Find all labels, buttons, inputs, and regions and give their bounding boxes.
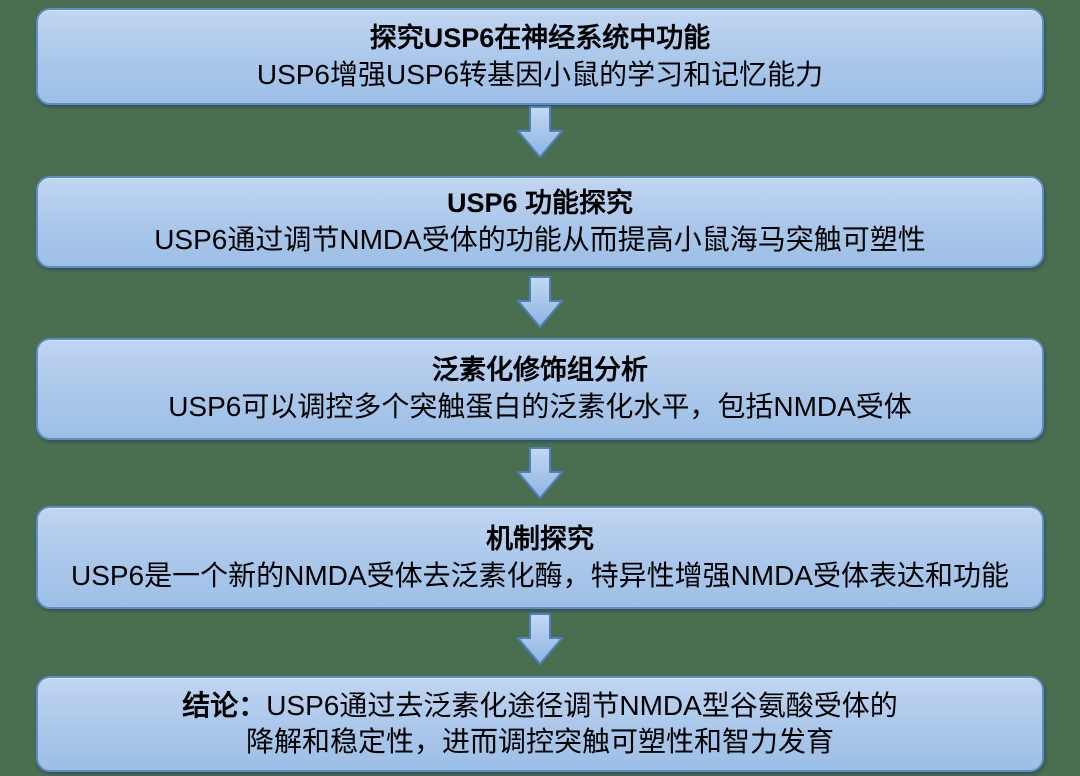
step-4-title: 机制探究	[486, 523, 594, 554]
down-arrow-icon	[517, 613, 563, 665]
flow-step-5-conclusion: 结论：USP6通过去泛素化途径调节NMDA型谷氨酸受体的 降解和稳定性，进而调控…	[36, 676, 1044, 772]
down-arrow-icon	[517, 276, 563, 328]
down-arrow-icon	[517, 447, 563, 499]
conclusion-line-1-text: USP6通过去泛素化途径调节NMDA型谷氨酸受体的	[266, 690, 898, 722]
conclusion-line-1: 结论：USP6通过去泛素化途径调节NMDA型谷氨酸受体的	[182, 688, 898, 724]
flow-step-2: USP6 功能探究 USP6通过调节NMDA受体的功能从而提高小鼠海马突触可塑性	[36, 176, 1044, 268]
step-3-title: 泛素化修饰组分析	[432, 355, 648, 386]
flow-step-3: 泛素化修饰组分析 USP6可以调控多个突触蛋白的泛素化水平，包括NMDA受体	[36, 338, 1044, 440]
conclusion-line-2: 降解和稳定性，进而调控突触可塑性和智力发育	[245, 726, 834, 757]
step-4-body: USP6是一个新的NMDA受体去泛素化酶，特异性增强NMDA受体表达和功能	[70, 559, 1010, 591]
step-3-body: USP6可以调控多个突触蛋白的泛素化水平，包括NMDA受体	[168, 391, 912, 423]
flow-step-4: 机制探究 USP6是一个新的NMDA受体去泛素化酶，特异性增强NMDA受体表达和…	[36, 506, 1044, 609]
step-1-title: 探究USP6在神经系统中功能	[369, 22, 711, 53]
flow-step-1: 探究USP6在神经系统中功能 USP6增强USP6转基因小鼠的学习和记忆能力	[36, 8, 1044, 105]
step-2-body: USP6通过调节NMDA受体的功能从而提高小鼠海马突触可塑性	[154, 224, 926, 256]
step-2-title: USP6 功能探究	[446, 188, 634, 219]
conclusion-lead: 结论：	[182, 690, 267, 722]
step-1-body: USP6增强USP6转基因小鼠的学习和记忆能力	[256, 58, 824, 90]
down-arrow-icon	[517, 106, 563, 158]
